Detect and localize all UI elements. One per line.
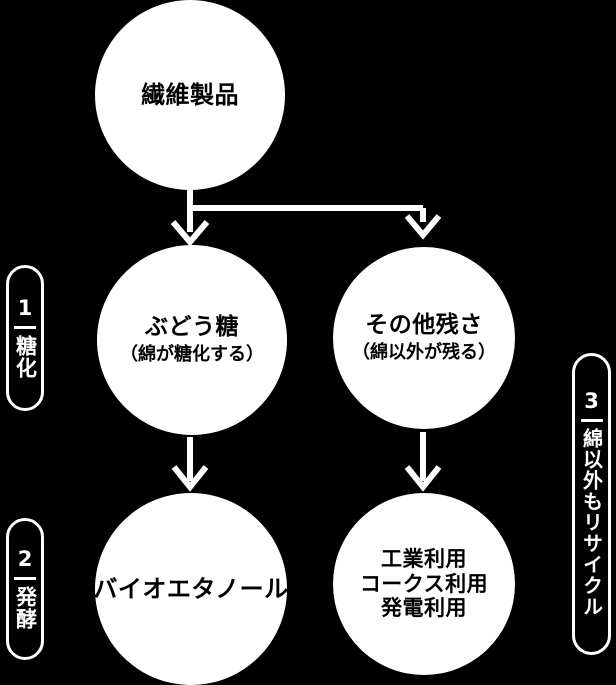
node-glucose[interactable]: ぶどう糖 （綿が糖化する） <box>97 245 287 435</box>
split-arrow-group <box>170 188 442 247</box>
arrow-down-icon <box>404 214 442 240</box>
arrow-down-icon <box>404 465 442 492</box>
node-industrial-uses[interactable]: 工業利用 コークス利用 発電利用 <box>333 493 515 675</box>
step-badge-2-divider <box>14 576 36 580</box>
step-badge-3-divider <box>580 419 603 422</box>
step-badge-1-divider <box>14 325 36 329</box>
step-badge-3-label: 綿以外もリサイクル <box>579 428 604 617</box>
step-badge-2-label: 発酵 <box>13 585 38 630</box>
glucose-to-bioethanol-arrow <box>171 437 209 492</box>
step-badge-2[interactable]: 2 発酵 <box>6 518 44 660</box>
step-badge-1[interactable]: 1 糖化 <box>6 265 44 411</box>
step-badge-3[interactable]: 3 綿以外もリサイクル <box>572 353 611 655</box>
step-badge-3-number: 3 <box>584 389 599 413</box>
step-badge-2-number: 2 <box>17 546 33 571</box>
node-other-residue[interactable]: その他残さ （綿以外が残る） <box>333 247 515 429</box>
node-textile-label: 繊維製品 <box>141 80 239 109</box>
arrow-down-icon <box>171 465 209 492</box>
node-bioethanol-label: バイオエタノール <box>93 574 289 603</box>
node-glucose-label: ぶどう糖 <box>145 314 239 341</box>
node-industrial-uses-line-1: 工業利用 <box>381 546 467 571</box>
node-other-residue-sublabel: （綿以外が残る） <box>352 342 496 364</box>
step-badge-1-number: 1 <box>17 295 33 320</box>
node-other-residue-label: その他残さ <box>365 312 483 339</box>
step-badge-1-label: 糖化 <box>13 334 38 379</box>
arrow-down-icon <box>170 220 210 247</box>
node-bioethanol[interactable]: バイオエタノール <box>93 493 289 685</box>
node-textile-product[interactable]: 繊維製品 <box>95 0 285 190</box>
node-industrial-uses-line-3: 発電利用 <box>381 596 467 621</box>
node-glucose-sublabel: （綿が糖化する） <box>120 344 264 366</box>
node-industrial-uses-line-2: コークス利用 <box>359 571 489 596</box>
residue-to-other-use-arrow <box>404 432 442 492</box>
